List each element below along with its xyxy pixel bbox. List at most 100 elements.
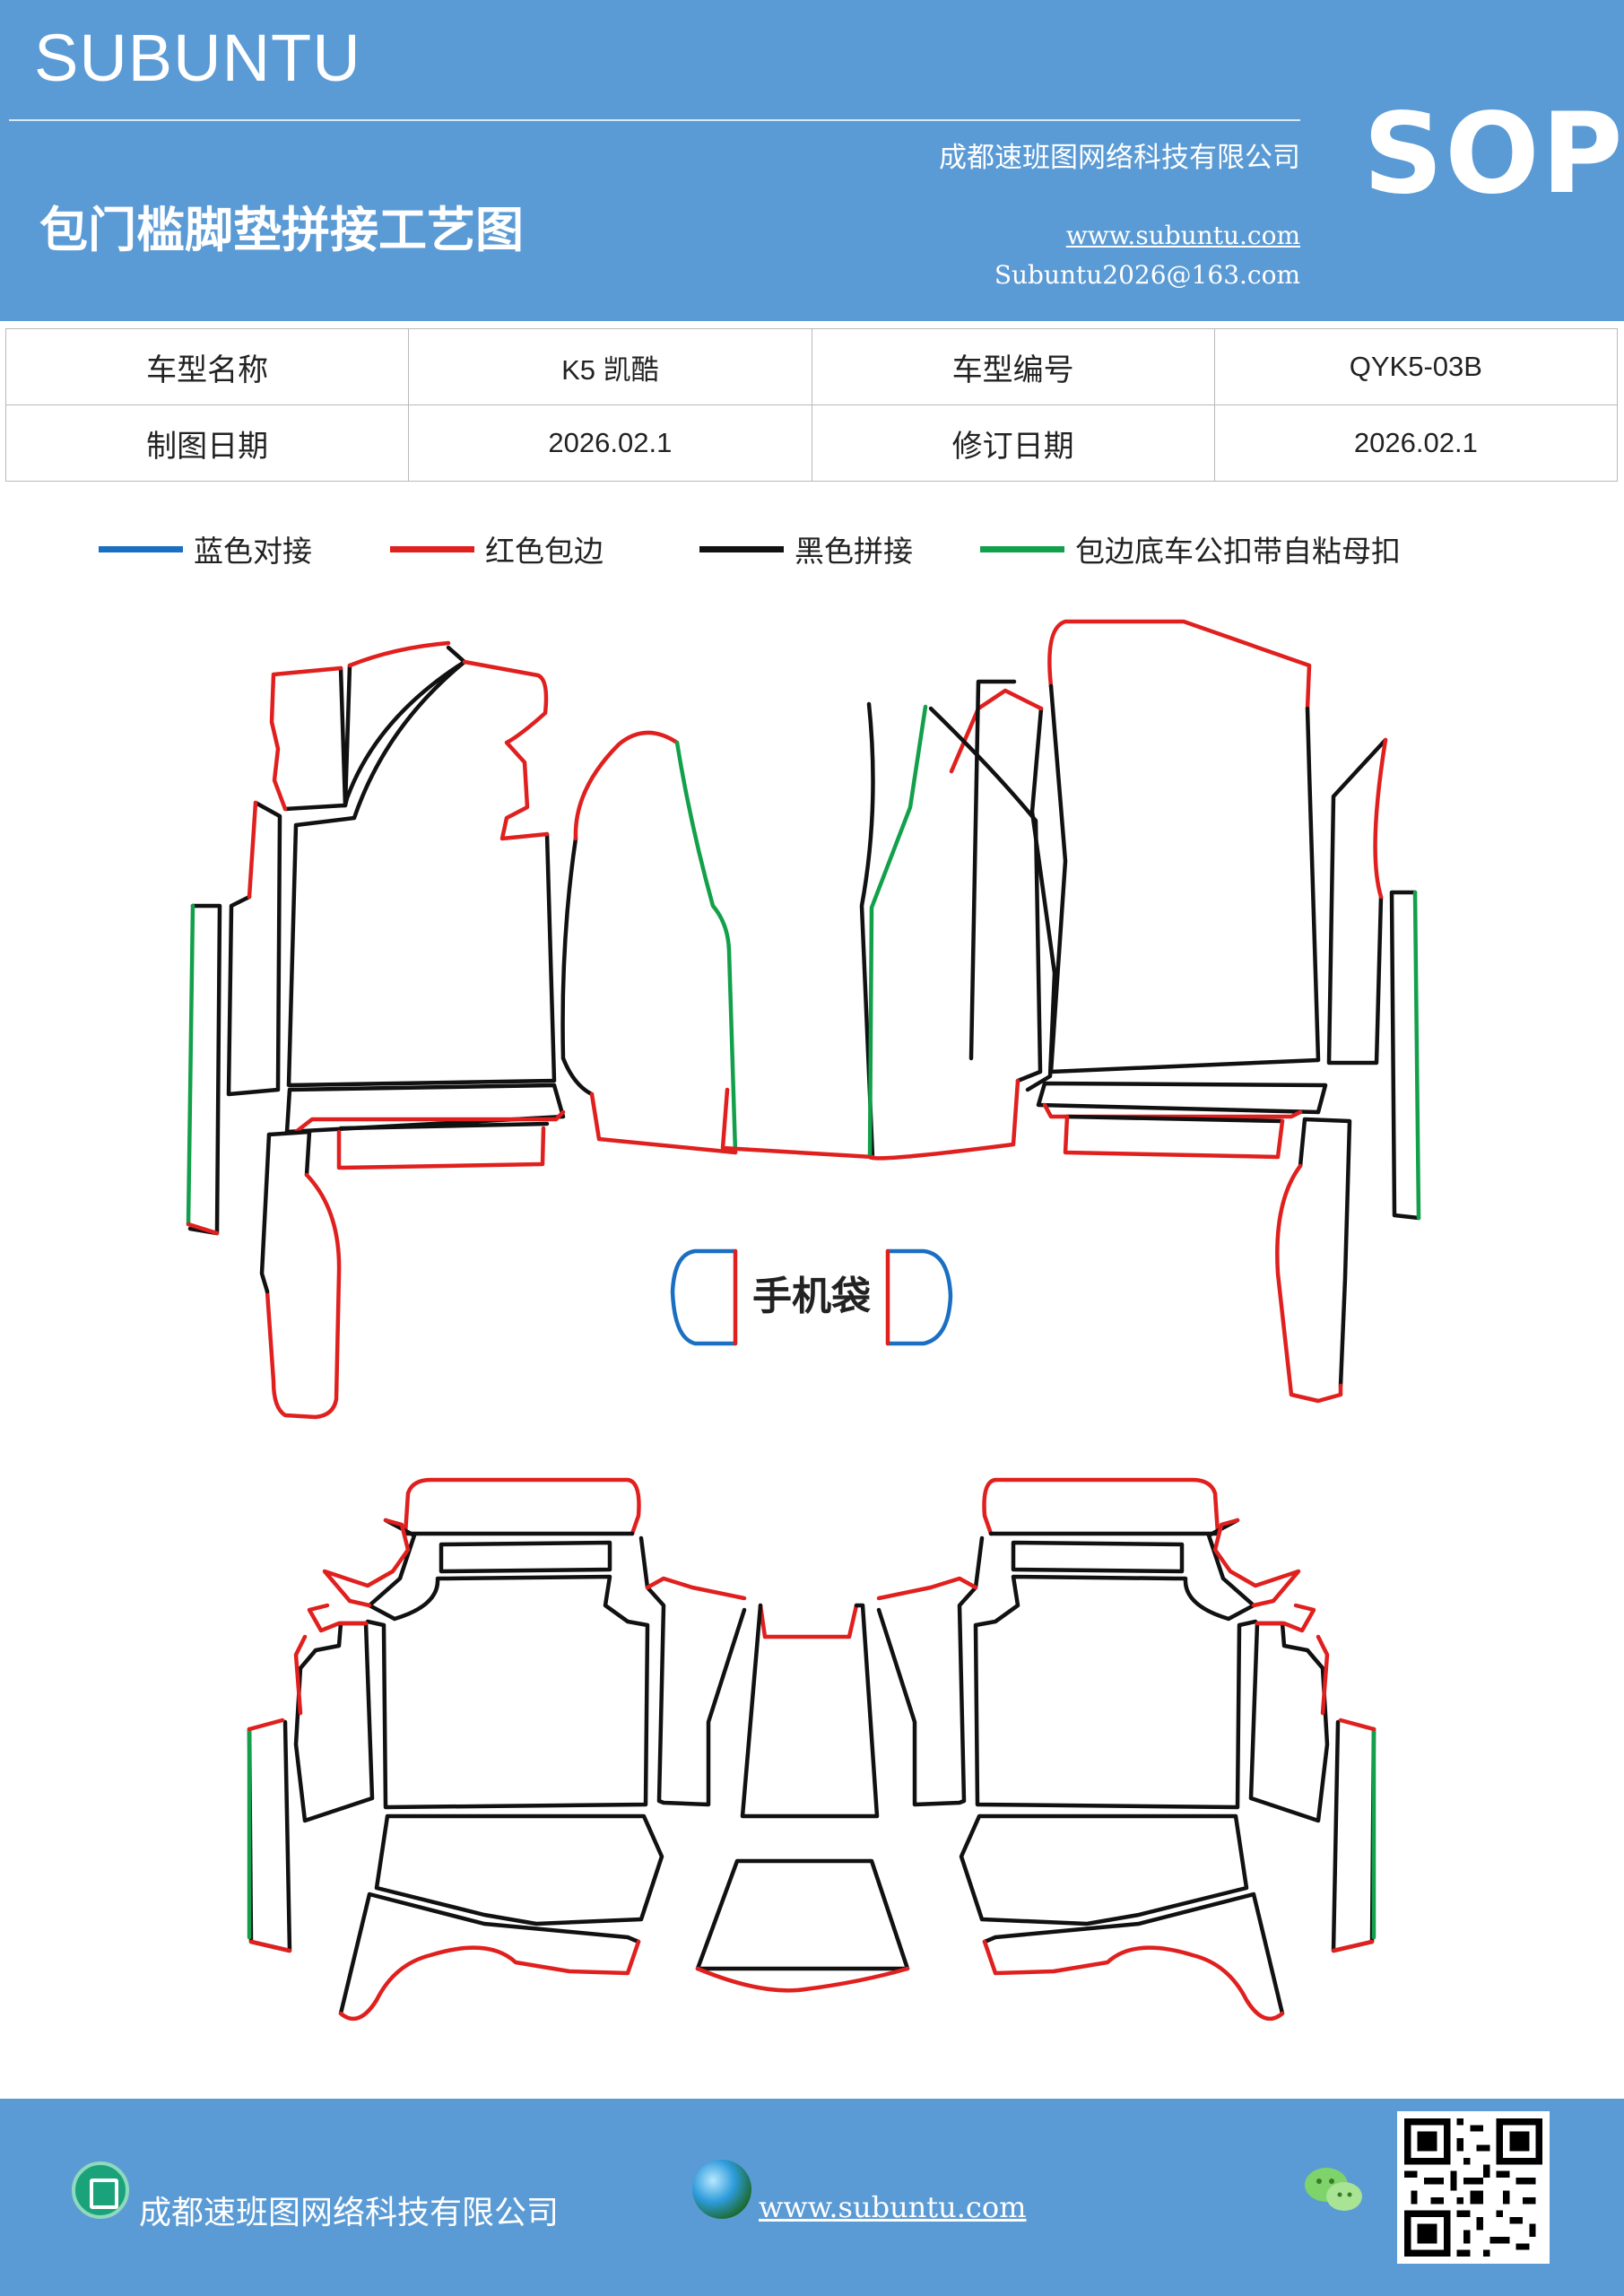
legend-swatch-red [390, 545, 474, 552]
mat-piece [560, 836, 595, 1097]
mat-piece [982, 1892, 1285, 2016]
model-code-value: QYK5-03B [1213, 328, 1619, 405]
mat-piece [695, 1858, 910, 1971]
mat-layout-diagram: 手机袋 [186, 619, 1421, 2022]
mat-piece [336, 1126, 546, 1170]
mat-piece [338, 1939, 641, 2022]
header-banner: SUBUNTU 成都速班图网络科技有限公司 包门槛脚垫拼接工艺图 www.sub… [0, 0, 1624, 321]
mat-piece [1331, 1718, 1376, 1953]
mat-piece [293, 1621, 375, 1823]
mat-piece [293, 1109, 566, 1135]
mat-piece [1331, 1719, 1376, 1953]
front-left-mats [186, 640, 738, 1420]
mat-piece [573, 730, 680, 841]
legend-item-black: 黑色拼接 [699, 529, 913, 569]
mat-piece [1025, 706, 1057, 1092]
qr-code-pattern [1404, 2118, 1542, 2257]
mat-piece [1389, 890, 1421, 1221]
mat-piece [307, 1603, 369, 1633]
revise-date-value: 2026.02.1 [1213, 404, 1619, 482]
mat-piece [269, 665, 343, 812]
mat-piece [1255, 1603, 1316, 1633]
phone-bag-left-edge [670, 1248, 738, 1346]
mat-piece [876, 1535, 985, 1807]
mat-piece [284, 1083, 566, 1135]
mat-piece [1373, 737, 1388, 900]
mat-piece [365, 1518, 650, 1810]
legend-swatch-blue [99, 545, 183, 552]
mat-piece [286, 659, 557, 1088]
front-right-mats [720, 619, 1421, 1404]
front-right-mirror [720, 679, 1057, 1160]
mat-piece [266, 1129, 312, 1178]
mat-piece [859, 701, 875, 1160]
mat-piece [758, 1603, 859, 1639]
mat-piece [265, 1172, 342, 1420]
mat-piece [1275, 1163, 1343, 1404]
sop-badge: SOP [1363, 90, 1624, 219]
qr-code[interactable] [1397, 2111, 1550, 2264]
legend-item-green: 包边底车公扣带自粘母扣 [980, 529, 1401, 569]
mat-piece [1047, 619, 1312, 711]
revise-date-label: 修订日期 [811, 404, 1215, 482]
mat-piece [338, 1121, 550, 1131]
mat-piece [338, 1892, 641, 2016]
model-name-label: 车型名称 [4, 328, 410, 405]
mat-piece [959, 1813, 1249, 1926]
mat-piece [1042, 1102, 1303, 1119]
mat-piece [247, 800, 258, 900]
legend-swatch-black [699, 545, 784, 552]
mat-piece [973, 1518, 1258, 1810]
mat-piece [949, 688, 1044, 774]
draw-date-label: 制图日期 [4, 404, 410, 482]
mat-piece [1248, 1621, 1330, 1823]
table-row: 车型名称 K5 凯酷 车型编号 QYK5-03B [4, 328, 1619, 405]
mat-piece [720, 1087, 875, 1160]
rear-center-mats [695, 1603, 910, 1993]
model-name-value: K5 凯酷 [408, 328, 812, 405]
legend-label-green: 包边底车公扣带自粘母扣 [1075, 534, 1401, 569]
mat-piece [247, 1718, 292, 1953]
mat-piece [259, 1132, 272, 1294]
mat-piece [226, 800, 282, 1097]
legend-label-red: 红色包边 [485, 534, 604, 569]
info-table: 车型名称 K5 凯酷 车型编号 QYK5-03B 制图日期 2026.02.1 … [4, 328, 1619, 482]
brand-name: SUBUNTU [34, 21, 361, 95]
legend: 蓝色对接 红色包边 黑色拼接 包边底车公扣带自粘母扣 [0, 529, 1624, 569]
mat-piece [982, 1939, 1285, 2022]
model-code-label: 车型编号 [811, 328, 1215, 405]
header-divider [9, 119, 1300, 121]
legend-label-black: 黑色拼接 [795, 534, 913, 569]
mat-piece [876, 1576, 978, 1601]
mat-piece [740, 1603, 880, 1819]
mat-piece [1412, 890, 1421, 1221]
footer-website-link[interactable]: www.subuntu.com [759, 2190, 1027, 2224]
footer-company: 成都速班图网络科技有限公司 [139, 2195, 560, 2231]
mat-piece [293, 1634, 308, 1716]
mat-piece [1326, 737, 1388, 1065]
mat-piece [322, 1518, 411, 1608]
mat-piece [674, 740, 738, 1155]
header-email: Subuntu2026@163.com [994, 260, 1300, 290]
mat-piece [187, 903, 222, 1236]
mat-piece [1298, 1117, 1352, 1388]
header-website-link[interactable]: www.subuntu.com [1065, 221, 1300, 250]
mat-piece [695, 1966, 910, 1993]
phone-bag-right-edge [885, 1248, 953, 1346]
building-icon [72, 2161, 129, 2219]
mat-piece [186, 1222, 220, 1236]
rear-right-mats [876, 1477, 1376, 2022]
wechat-icon[interactable] [1302, 2163, 1365, 2217]
mat-piece [589, 1091, 738, 1155]
mat-piece [439, 1540, 612, 1574]
rear-left-mats [247, 1477, 747, 2022]
mat-piece [928, 706, 1043, 1083]
legend-swatch-green [980, 545, 1064, 552]
mat-piece [347, 640, 451, 668]
mat-piece [1064, 1114, 1285, 1124]
page-title: 包门槛脚垫拼接工艺图 [39, 202, 524, 258]
mat-piece [343, 645, 467, 808]
mat-piece [403, 1477, 641, 1536]
table-row: 制图日期 2026.02.1 修订日期 2026.02.1 [4, 404, 1619, 482]
mat-piece [374, 1813, 664, 1926]
